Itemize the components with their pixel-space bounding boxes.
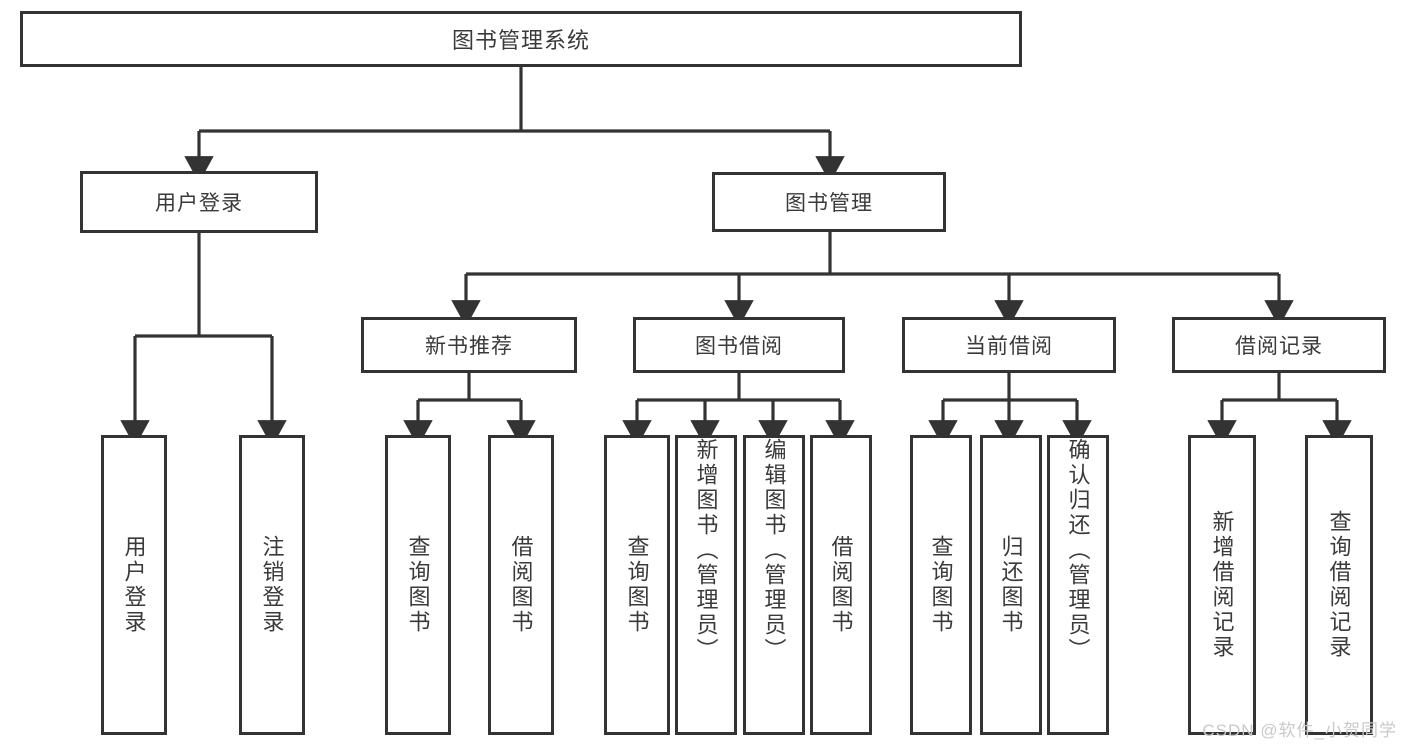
node-book-borrow[interactable]: 图书借阅 — [633, 317, 845, 373]
node-leaf-add-borrow-record[interactable]: 新增借阅记录 — [1188, 435, 1256, 735]
watermark-text: CSDN @软件_小贺同学 — [1202, 721, 1397, 740]
node-label: 借阅图书 — [508, 535, 534, 635]
node-user-login[interactable]: 用户登录 — [80, 171, 318, 233]
node-leaf-confirm-return-admin[interactable]: 确认归还（管理员） — [1047, 435, 1109, 735]
node-label: 新增借阅记录 — [1209, 510, 1235, 660]
node-label: 查询图书 — [928, 535, 954, 635]
node-current-borrow[interactable]: 当前借阅 — [902, 317, 1116, 373]
node-leaf-query-book-current[interactable]: 查询图书 — [910, 435, 972, 735]
node-label: 新书推荐 — [425, 335, 513, 358]
node-label: 图书借阅 — [695, 335, 783, 358]
node-label: 新增图书（管理员） — [693, 438, 719, 663]
node-borrow-record[interactable]: 借阅记录 — [1172, 317, 1386, 373]
node-label: 编辑图书（管理员） — [761, 438, 787, 663]
node-label: 图书管理 — [785, 192, 873, 215]
node-label: 确认归还（管理员） — [1065, 438, 1091, 663]
node-label: 查询借阅记录 — [1326, 510, 1352, 660]
node-leaf-query-borrow-record[interactable]: 查询借阅记录 — [1305, 435, 1373, 735]
node-label: 用户登录 — [121, 535, 147, 635]
node-leaf-logout[interactable]: 注销登录 — [239, 435, 305, 735]
node-leaf-user-login[interactable]: 用户登录 — [101, 435, 167, 735]
node-leaf-add-book-admin[interactable]: 新增图书（管理员） — [675, 435, 737, 735]
node-leaf-edit-book-admin[interactable]: 编辑图书（管理员） — [743, 435, 805, 735]
node-leaf-query-book-new[interactable]: 查询图书 — [385, 435, 451, 735]
node-leaf-query-book-borrow[interactable]: 查询图书 — [604, 435, 670, 735]
node-label: 注销登录 — [259, 535, 285, 635]
node-label: 查询图书 — [405, 535, 431, 635]
node-leaf-borrow-book-borrow[interactable]: 借阅图书 — [810, 435, 872, 735]
node-label: 借阅记录 — [1235, 335, 1323, 358]
node-leaf-borrow-book-new[interactable]: 借阅图书 — [488, 435, 554, 735]
node-label: 查询图书 — [624, 535, 650, 635]
node-root-book-management-system[interactable]: 图书管理系统 — [20, 11, 1022, 67]
node-leaf-return-book[interactable]: 归还图书 — [980, 435, 1042, 735]
node-label: 图书管理系统 — [451, 28, 590, 53]
node-label: 归还图书 — [998, 535, 1024, 635]
node-book-management[interactable]: 图书管理 — [712, 172, 946, 232]
node-label: 当前借阅 — [965, 335, 1053, 358]
node-label: 借阅图书 — [828, 535, 854, 635]
node-label: 用户登录 — [155, 192, 243, 215]
node-new-book-recommend[interactable]: 新书推荐 — [361, 317, 577, 373]
